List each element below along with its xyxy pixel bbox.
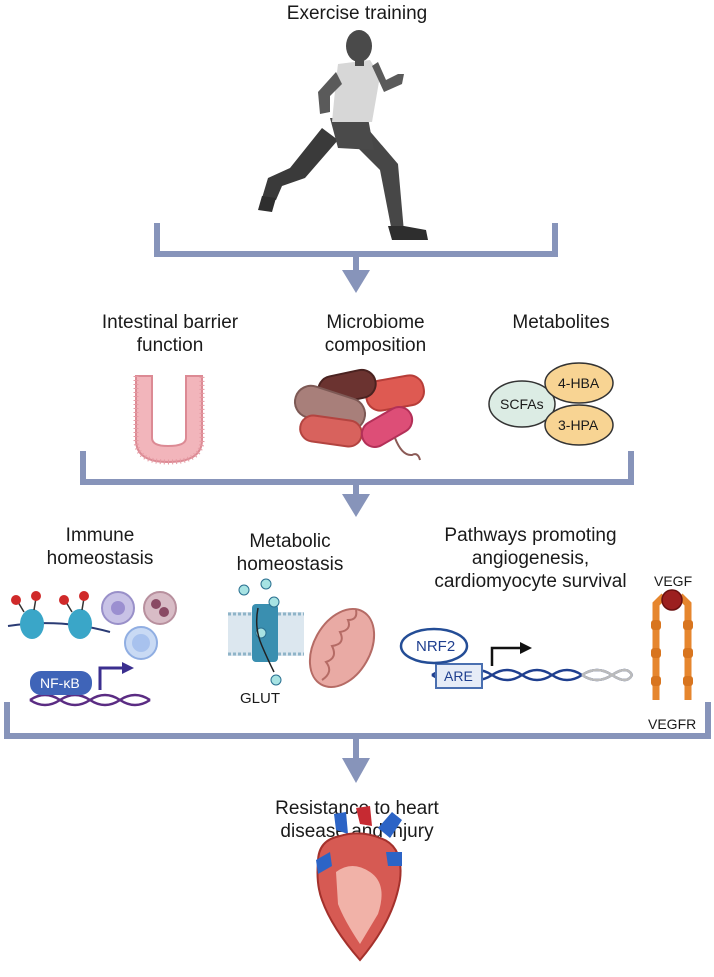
microbiome-label: Microbiome composition: [324, 312, 427, 356]
intestinal-villus-icon: [133, 375, 205, 465]
scfas-bubble: [488, 380, 556, 428]
heart-icon: [316, 806, 402, 962]
metabolites-cluster: [488, 362, 614, 446]
immune-homeostasis-label: Immune homeostasis: [46, 525, 154, 569]
are-box: [435, 663, 483, 689]
pathways-label: Pathways promoting angiogenesis, cardiom…: [434, 525, 627, 592]
4hba-bubble: [544, 362, 614, 404]
intestinal-barrier-label: Intestinal barrier function: [101, 312, 239, 356]
4hba-label: 4-HBA: [558, 375, 600, 391]
metabolic-homeostasis-label: Metabolic homeostasis: [236, 531, 344, 575]
are-label: ARE: [444, 668, 473, 684]
bracket-lower: [4, 702, 711, 739]
exercise-training-label: Exercise training: [286, 3, 428, 24]
glut-transporter-icon: [228, 578, 304, 686]
arrow-1: [342, 254, 370, 293]
bracket-top: [154, 223, 558, 257]
arrow-3: [342, 736, 370, 783]
histone-icons: [7, 591, 111, 639]
are-dna-icon: [399, 627, 634, 689]
vegfr-label: VEGFR: [648, 716, 697, 732]
nrf2-bubble: [399, 627, 469, 665]
3hpa-bubble: [544, 404, 614, 446]
nfkb-box: [30, 671, 92, 695]
mitochondrion-icon: [308, 608, 376, 688]
immune-cells-icon: [101, 591, 177, 660]
3hpa-label: 3-HPA: [558, 417, 599, 433]
vegf-label: VEGF: [654, 573, 693, 589]
bacteria-icon: [293, 368, 425, 461]
vegf-ball: [661, 589, 683, 611]
glut-label: GLUT: [240, 690, 281, 707]
arrow-2: [342, 482, 370, 517]
nfkb-dna-icon: [29, 662, 151, 707]
nrf2-label: NRF2: [416, 638, 456, 655]
runner-icon: [258, 30, 428, 240]
metabolites-label: Metabolites: [512, 312, 610, 333]
nfkb-label: NF-κB: [40, 675, 80, 691]
scfas-label: SCFAs: [500, 396, 544, 412]
vegf-receptor-icon: [651, 589, 693, 700]
